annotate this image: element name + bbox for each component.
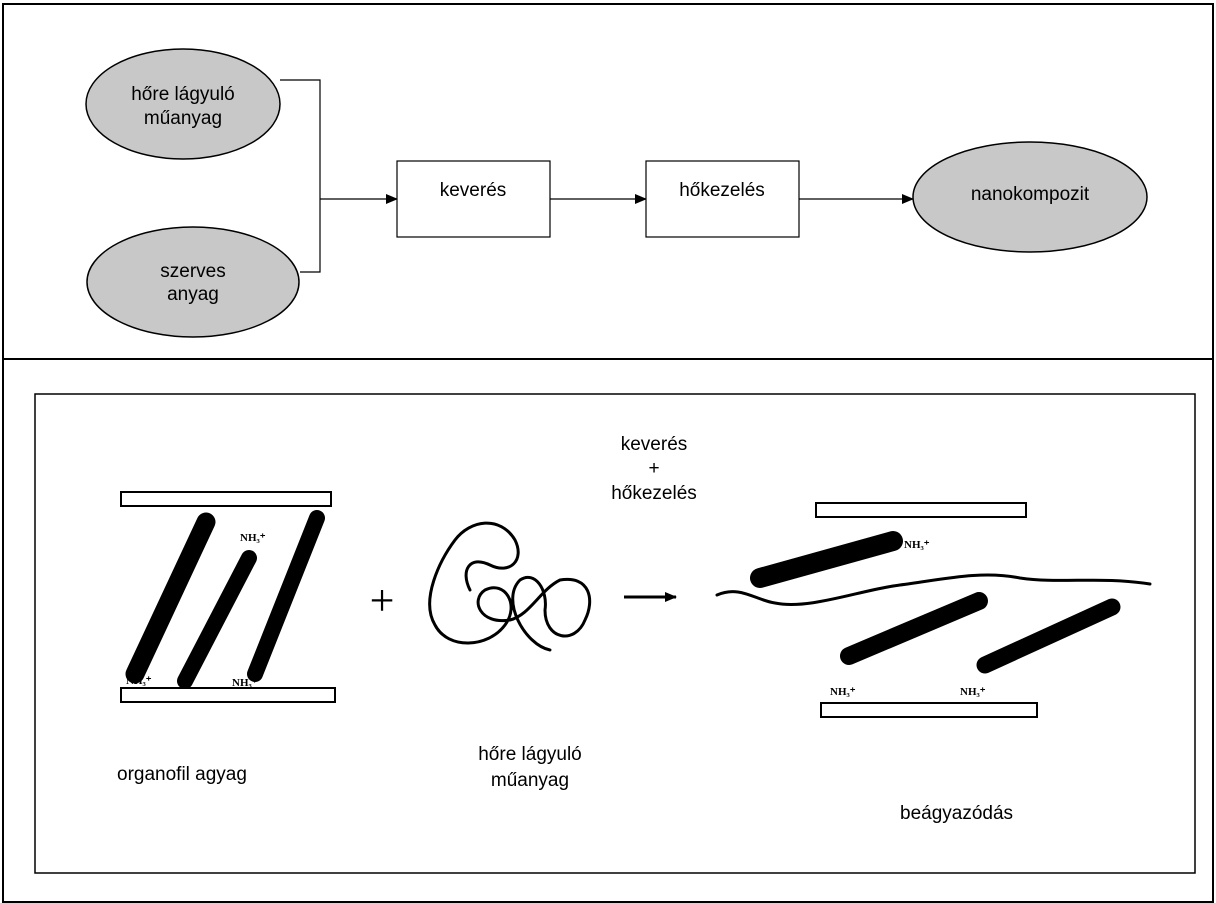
process-label-line1: keverés — [621, 434, 688, 455]
mixing-box — [396, 160, 551, 238]
surfactant-chain — [125, 512, 216, 684]
surfactant-chain — [177, 550, 257, 689]
plus-sign: + — [370, 576, 395, 625]
process-label-line3: hőkezelés — [611, 483, 697, 504]
polymer-label-line1: hőre lágyuló — [478, 744, 582, 765]
surfactant-chain — [976, 598, 1121, 674]
heat-treatment-label: hőkezelés — [679, 180, 765, 201]
heat-treatment-box — [645, 160, 800, 238]
polymer-chain-icon — [715, 573, 1152, 606]
intercalated-structure: NH₃⁺ NH₃⁺ NH₃⁺ — [715, 502, 1152, 718]
result-top-plate — [815, 502, 1027, 518]
input-node-organic-line1: szerves — [160, 261, 225, 282]
input-node-thermoplastic-line1: hőre lágyuló — [131, 84, 235, 105]
clay-label: organofil agyag — [117, 764, 247, 785]
ammonium-label: NH₃⁺ — [960, 686, 986, 698]
clay-layers: NH₃⁺ NH₃⁺ NH₃⁺ — [120, 491, 336, 703]
surfactant-chain — [247, 510, 325, 682]
result-label: beágyazódás — [900, 803, 1013, 824]
illustration-frame — [34, 393, 1196, 874]
surfactant-chain — [840, 592, 988, 665]
clay-top-plate — [120, 491, 332, 507]
input-node-thermoplastic-line2: műanyag — [144, 108, 222, 129]
polymer-coil-icon — [428, 521, 592, 652]
result-bottom-plate — [820, 702, 1038, 718]
panel-divider — [2, 358, 1214, 360]
ammonium-label: NH₃⁺ — [126, 675, 152, 687]
merge-connector — [280, 79, 321, 273]
polymer-label-line2: műanyag — [491, 770, 569, 791]
surfactant-chain — [750, 531, 903, 588]
ammonium-label: NH₃⁺ — [232, 677, 258, 689]
input-node-organic — [86, 226, 300, 338]
ammonium-label: NH₃⁺ — [904, 539, 930, 551]
input-node-organic-line2: anyag — [167, 284, 219, 305]
output-node-nanocomposite — [912, 141, 1148, 253]
input-node-thermoplastic — [85, 48, 281, 160]
mixing-label: keverés — [440, 180, 507, 201]
flowchart: hőre lágyuló műanyag szerves anyag kever… — [85, 48, 1148, 338]
figure-frame — [2, 3, 1214, 903]
output-node-label: nanokompozit — [971, 184, 1090, 205]
process-label-line2: + — [648, 458, 659, 479]
ammonium-label: NH₃⁺ — [830, 686, 856, 698]
clay-bottom-plate — [120, 687, 336, 703]
ammonium-label: NH₃⁺ — [240, 532, 266, 544]
illustration: NH₃⁺ NH₃⁺ NH₃⁺ organofil agyag + hőre lá… — [34, 393, 1196, 874]
